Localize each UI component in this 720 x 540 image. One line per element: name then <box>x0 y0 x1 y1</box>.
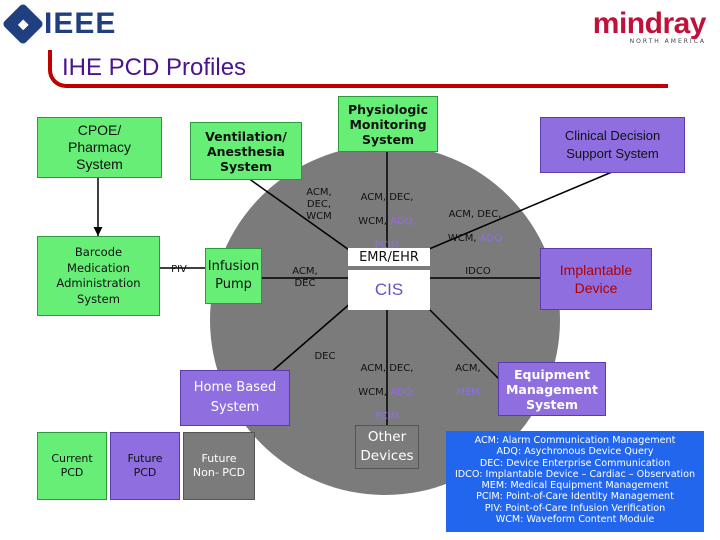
equipment-management-node: Equipment Management System <box>498 362 606 416</box>
glossary-line: ACM: Alarm Communication Management <box>474 435 676 446</box>
vent-edge-label: ACM, DEC, WCM <box>306 187 332 222</box>
phys-edge-label-1: ACM, DEC, <box>360 192 414 203</box>
phys-edge-label-2a: WCM, <box>358 216 391 227</box>
title-bar <box>48 50 668 88</box>
other-edge-label-2b: ADQ, <box>390 387 416 398</box>
vent-to-emr-line <box>247 177 353 253</box>
cis-node: CIS <box>348 270 430 310</box>
equip-edge-label-1: ACM, <box>455 363 481 374</box>
home-based-node: Home Based System <box>180 370 290 426</box>
glossary-line: ADQ: Asychronous Device Query <box>496 446 654 458</box>
phys-edge-label: ACM, DEC, WCM, ADQ, PCIM <box>352 180 422 252</box>
legend-future-non-pcd: Future Non- PCD <box>183 432 255 500</box>
glossary-line: WCM: Waveform Content Module <box>495 514 655 526</box>
other-edge-label-3: PCIM <box>374 411 400 422</box>
ieee-logo: ◆ IEEE <box>1 2 117 46</box>
cds-edge-label: ACM, DEC, WCM, ADQ <box>440 197 510 245</box>
phys-edge-label-3: PCIM <box>374 240 400 251</box>
equip-to-emr-line <box>421 301 501 381</box>
cpoe-pharmacy-node: CPOE/ Pharmacy System <box>37 117 162 178</box>
other-devices-node: Other Devices <box>355 425 419 469</box>
page-title: IHE PCD Profiles <box>62 54 247 81</box>
home-to-emr-line <box>261 301 353 381</box>
clinical-decision-node: Clinical Decision Support System <box>540 117 685 173</box>
other-edge-label-1: ACM, DEC, <box>360 363 414 374</box>
cds-edge-label-1: ACM, DEC, <box>448 209 502 220</box>
infusion-edge-label: ACM, DEC <box>292 266 318 289</box>
equip-edge-label: ACM, MEM <box>448 351 488 399</box>
ventilation-anesthesia-node: Ventilation/ Anesthesia System <box>190 122 302 180</box>
phys-edge-label-2b: ADQ, <box>390 216 416 227</box>
mindray-logo-text: mindray <box>592 7 707 40</box>
glossary-line: PIV: Point-of-Care Infusion Verification <box>484 502 666 514</box>
mindray-logo-subtext: NORTH AMERICA <box>629 38 706 45</box>
legend-future-pcd: Future PCD <box>110 432 180 500</box>
piv-edge-label: PIV <box>171 264 187 275</box>
cds-to-emr-line <box>421 171 613 253</box>
cds-edge-label-2a: WCM, <box>447 233 480 244</box>
glossary-line: MEM: Medical Equipment Management <box>481 480 669 492</box>
mindray-logo: mindray NORTH AMERICA <box>592 7 707 46</box>
glossary-line: PCIM: Point-of-Care Identity Management <box>476 491 674 503</box>
legend-current-pcd: Current PCD <box>37 432 107 500</box>
physiologic-monitoring-node: Physiologic Monitoring System <box>338 96 438 152</box>
barcode-medication-node: Barcode Medication Administration System <box>37 236 160 316</box>
equip-edge-label-2: MEM <box>456 387 480 398</box>
implantable-device-node: Implantable Device <box>540 248 652 310</box>
ieee-logo-text: IEEE <box>44 7 117 40</box>
emr-ehr-node: EMR/EHR <box>348 248 430 266</box>
home-edge-label: DEC <box>314 351 336 362</box>
glossary-line: DEC: Device Enterprise Communication <box>479 457 671 469</box>
idco-edge-label: IDCO <box>465 266 491 277</box>
other-edge-label-2a: WCM, <box>358 387 391 398</box>
glossary-line: IDCO: Implantable Device – Cardiac – Obs… <box>454 468 696 480</box>
cds-edge-label-2b: ADQ <box>479 233 503 244</box>
acronym-glossary: ACM: Alarm Communication Management ADQ:… <box>446 431 704 532</box>
other-edge-label: ACM, DEC, WCM, ADQ, PCIM <box>352 351 422 423</box>
infusion-pump-node: Infusion Pump <box>205 248 262 304</box>
